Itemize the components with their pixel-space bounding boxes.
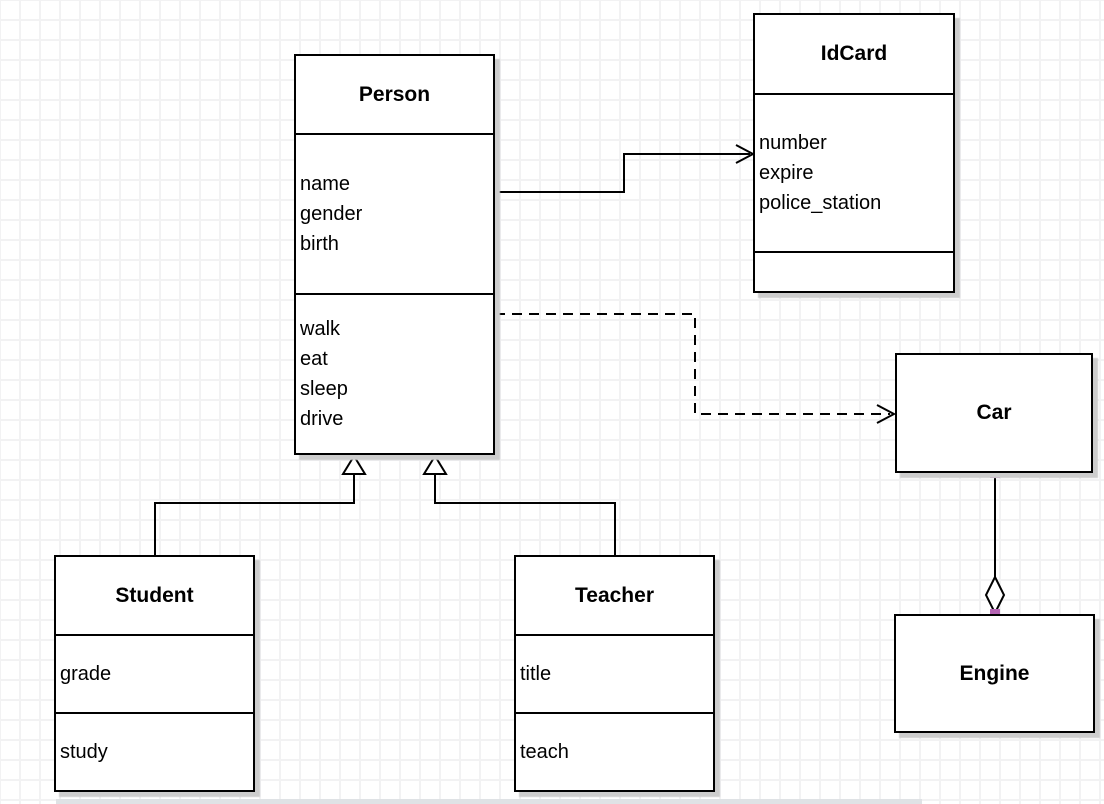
class-teacher-attributes: title [516,634,713,712]
open-arrowhead-icon [735,144,756,164]
hollow-diamond-icon [984,574,1006,616]
canvas-edge-shadow [56,799,922,804]
class-student[interactable]: Student grade study [54,555,255,792]
hollow-triangle-arrowhead-icon [422,454,448,475]
connector-association-person-idcard[interactable] [495,144,756,193]
class-idcard-methods [755,251,953,291]
class-idcard-title: IdCard [820,42,888,65]
class-person-title: Person [358,82,431,106]
hollow-triangle-arrowhead-icon [341,454,367,475]
open-arrowhead-icon [876,404,897,424]
class-student-methods: study [56,712,253,790]
connector-generalization-student-person[interactable] [154,454,367,555]
class-teacher-methods: teach [516,712,713,790]
class-student-attributes: grade [56,634,253,712]
class-person-methods: walk eat sleep drive [296,293,493,453]
class-student-title: Student [115,583,194,607]
class-person-attributes: name gender birth [296,133,493,293]
class-car-title: Car [976,401,1012,424]
class-engine-title: Engine [959,661,1030,685]
class-teacher-title: Teacher [575,583,654,607]
class-engine[interactable]: Engine [894,614,1095,733]
class-idcard-attributes: number expire police_station [755,93,953,251]
class-idcard[interactable]: IdCard number expire police_station [753,13,955,293]
class-person[interactable]: Person name gender birth walk eat sleep … [294,54,495,455]
connector-generalization-teacher-person[interactable] [422,454,616,555]
connector-aggregation-car-engine[interactable] [984,468,1006,619]
class-teacher[interactable]: Teacher title teach [514,555,715,792]
class-car[interactable]: Car [895,353,1093,473]
connector-dependency-person-car[interactable] [495,313,897,424]
